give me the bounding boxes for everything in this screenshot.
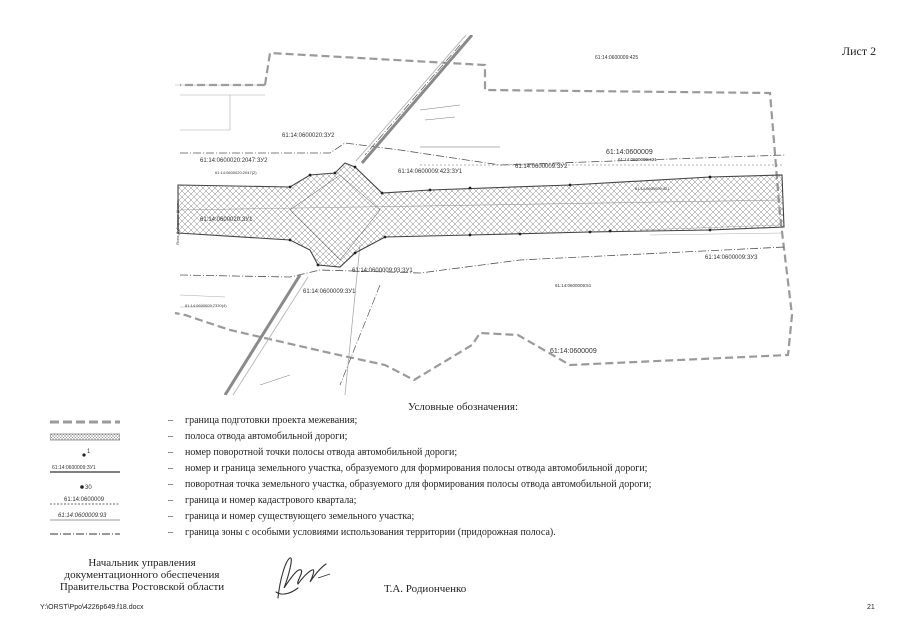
signatory-line-3: Правительства Ростовской области <box>59 581 225 593</box>
label-p-9-sv3: 61:14:0600009:ЗУ3 <box>705 255 758 261</box>
cadastral-quarter-symbol-label: 61:14:0600009 <box>64 497 105 503</box>
label-p-20-sv1: 61:14:0600020:ЗУ1 <box>200 217 253 223</box>
crossing-roads <box>175 35 783 395</box>
label-q-main-sub: 61:14:0600009:421 <box>618 157 657 162</box>
existing-parcel-symbol: 61:14:0600009:93 <box>50 513 120 521</box>
footer-file-path: Y:\ORST\Ppo\4226p649.f18.docx <box>40 604 144 611</box>
parcel-turning-point-symbol: 30 <box>80 485 92 491</box>
right-of-way-symbol <box>50 433 120 441</box>
existing-parcel-symbol-label: 61:14:0600009:93 <box>58 513 107 519</box>
cadastral-map: 61:14:0600009:425 61:14:0600009 61:14:06… <box>170 35 810 395</box>
legend-dash: – <box>168 415 173 426</box>
signatory-name: Т.А. Родионченко <box>384 583 467 595</box>
legend-item-roadside-zone: – граница зоны с особыми условиями испол… <box>40 526 740 542</box>
label-p-2047: 61:14:0600020:2047:ЗУ2 <box>200 158 268 164</box>
legend-text: номер и граница земельного участка, обра… <box>185 463 648 474</box>
legend-text: граница зоны с особыми условиями использ… <box>185 527 556 538</box>
page-number: 21 <box>867 604 875 611</box>
legend-dash: – <box>168 463 173 474</box>
new-parcel-symbol-label: 61:14:0600009:ЗУ1 <box>52 465 96 471</box>
legend-dash: – <box>168 479 173 490</box>
label-q-bottom: 61:14:0600009 <box>550 348 597 355</box>
legend-item-project-boundary: – граница подготовки проекта межевания; <box>40 414 740 430</box>
turning-point-symbol: 1 <box>82 449 91 457</box>
project-boundary-symbol <box>50 420 120 424</box>
label-p-9-sv1: 61:14:0600009:ЗУ1 <box>303 289 356 295</box>
legend-text: граница и номер кадастрового квартала; <box>185 495 357 506</box>
legend-text: поворотная точка земельного участка, обр… <box>185 479 652 490</box>
legend-dash: – <box>168 511 173 522</box>
signatory-title: Начальник управления документационного о… <box>42 557 242 593</box>
label-road-sign: Ясно-Дубовское-Шахты <box>175 201 180 245</box>
turning-point-symbol-label: 1 <box>87 449 91 455</box>
quarter-boundary <box>259 104 782 386</box>
legend-text: граница и номер существующего земельного… <box>185 511 415 522</box>
new-parcel-symbol: 61:14:0600009:ЗУ1 <box>50 465 120 473</box>
label-q-main: 61:14:0600009 <box>606 149 653 156</box>
label-p-423: 61:14:0600009:423:ЗУ1 <box>398 169 463 175</box>
legend-item-cadastral-quarter: 61:14:0600009 – граница и номер кадастро… <box>40 494 740 510</box>
legend-dash: – <box>168 495 173 506</box>
label-p-left: 61:14:0600009:7330(4) <box>185 303 227 308</box>
label-q-top: 61:14:0600009:425 <box>595 55 638 61</box>
legend-dash: – <box>168 431 173 442</box>
road-right-of-way <box>177 162 785 268</box>
legend-item-right-of-way: – полоса отвода автомобильной дороги; <box>40 430 740 446</box>
legend-item-new-parcel: 61:14:0600009:ЗУ1 – номер и граница земе… <box>40 462 740 478</box>
legend-text: граница подготовки проекта межевания; <box>185 415 358 426</box>
roadside-zone-symbol <box>50 533 120 535</box>
legend-dash: – <box>168 527 173 538</box>
label-p-421b: 61:14:0600009:421 <box>635 186 670 191</box>
label-p-9-sv2: 61:14:0600009:ЗУ2 <box>515 164 568 170</box>
signatory-line-2: документационного обеспечения <box>64 569 220 581</box>
label-p-93: 61:14:0600009:93:ЗУ1 <box>352 268 413 274</box>
sheet-label: Лист 2 <box>842 44 877 58</box>
legend-item-turning-point-number: 1 – номер поворотной точки полосы отвода… <box>40 446 740 462</box>
legend-title: Условные обозначения: <box>408 401 519 413</box>
label-p-sv2: 61:14:0600020:ЗУ2 <box>282 133 335 139</box>
legend-item-existing-parcel: 61:14:0600009:93 – граница и номер сущес… <box>40 510 740 526</box>
legend-text: полоса отвода автомобильной дороги; <box>185 431 348 442</box>
label-p-2047-sub: 61:14:0600020:2047(2) <box>215 170 257 175</box>
legend-dash: – <box>168 447 173 458</box>
turning-points <box>288 165 712 267</box>
map-labels: 61:14:0600009:425 61:14:0600009 61:14:06… <box>175 55 758 355</box>
signatory-line-1: Начальник управления <box>88 557 196 569</box>
handwritten-signature <box>275 557 331 599</box>
label-p-51: 61:14:0600009:51 <box>555 283 592 288</box>
legend-text: номер поворотной точки полосы отвода авт… <box>185 447 458 458</box>
parcel-turning-point-symbol-label: 30 <box>85 485 92 491</box>
legend-item-parcel-turning-point: 30 – поворотная точка земельного участка… <box>40 478 740 494</box>
cadastral-quarter-symbol: 61:14:0600009 <box>50 497 120 505</box>
roadside-zone-boundary <box>179 44 786 386</box>
